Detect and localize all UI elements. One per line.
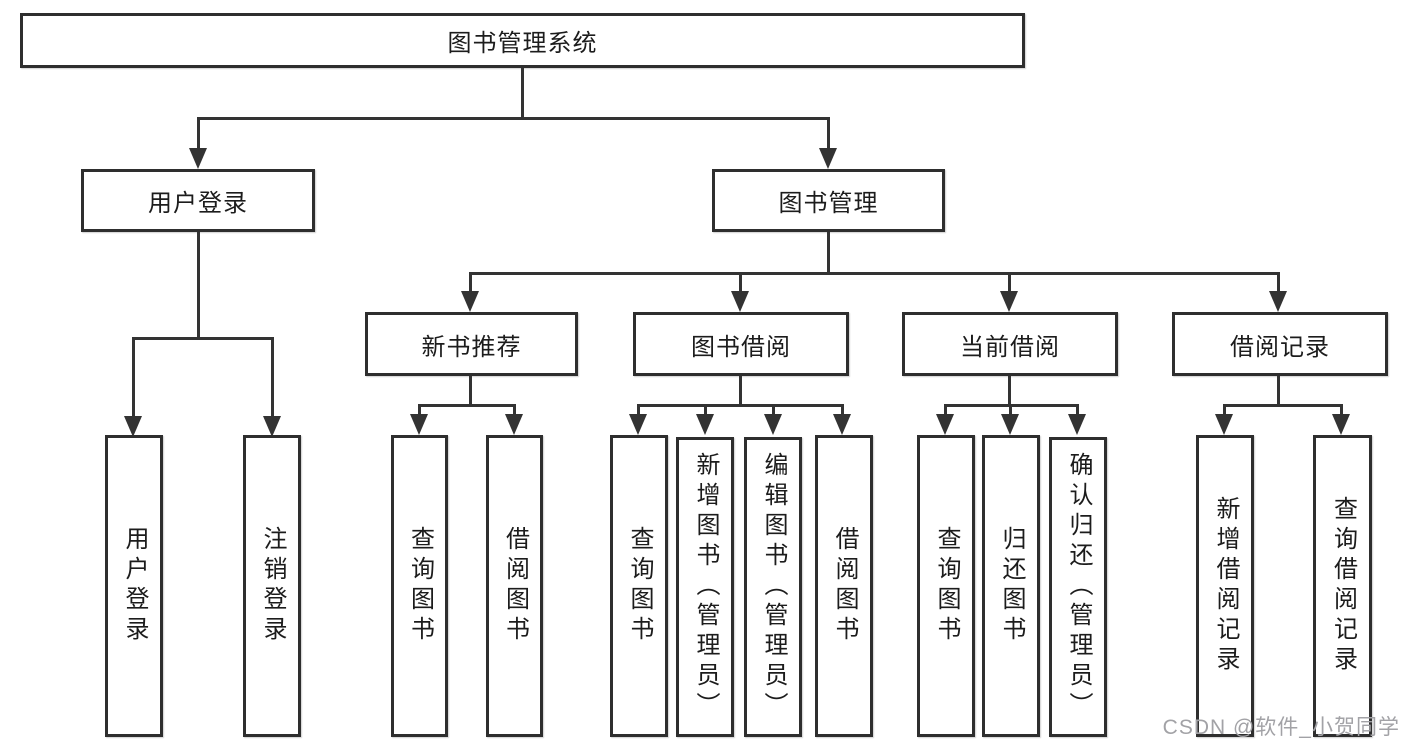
connector-records-stem — [1277, 376, 1280, 404]
connector-bookmgmt-drop-1 — [469, 272, 472, 291]
leaf-nb-borrow-books-label: 借阅图书 — [501, 526, 529, 646]
arrowhead-bb-leaf-3 — [764, 414, 782, 435]
leaf-bb-query-books: 查询图书 — [610, 435, 668, 737]
arrowhead-user-login — [189, 148, 207, 169]
connector-borrow-drop-2 — [704, 404, 707, 414]
leaf-user-login: 用户登录 — [105, 435, 163, 737]
arrowhead-bb-leaf-4 — [833, 414, 851, 435]
node-book-mgmt-label: 图书管理 — [778, 190, 879, 217]
connector-bookmgmt-drop-3 — [1008, 272, 1011, 291]
connector-borrow-rail — [637, 404, 844, 407]
arrowhead-nb-leaf-1 — [410, 414, 428, 435]
arrowhead-logout-leaf — [263, 416, 281, 437]
node-borrow-label: 图书借阅 — [691, 333, 791, 361]
leaf-br-query-record: 查询借阅记录 — [1313, 435, 1372, 737]
connector-borrow-drop-3 — [772, 404, 775, 414]
connector-current-drop-3 — [1076, 404, 1079, 414]
leaf-cb-query-books: 查询图书 — [917, 435, 975, 737]
connector-userlogin-drop-1 — [132, 337, 135, 416]
leaf-bb-edit-books: 编辑图书（管理员） — [744, 437, 802, 737]
leaf-cb-confirm-return: 确认归还（管理员） — [1049, 437, 1107, 737]
node-book-mgmt: 图书管理 — [712, 169, 945, 232]
leaf-br-add-record-label: 新增借阅记录 — [1212, 496, 1239, 676]
connector-newbooks-drop-1 — [418, 404, 421, 414]
connector-records-drop-1 — [1223, 404, 1226, 414]
connector-root-drop-left — [197, 117, 200, 148]
leaf-br-add-record: 新增借阅记录 — [1196, 435, 1254, 737]
arrowhead-new-books — [461, 291, 479, 312]
connector-root-drop-right — [827, 117, 830, 148]
leaf-logout: 注销登录 — [243, 435, 301, 737]
connector-records-rail — [1223, 404, 1342, 407]
leaf-bb-edit-books-label: 编辑图书（管理员） — [760, 452, 787, 722]
arrowhead-br-leaf-2 — [1332, 414, 1350, 435]
csdn-watermark: CSDN @软件_小贺同学 — [1162, 716, 1400, 739]
arrowhead-cb-leaf-2 — [1001, 414, 1019, 435]
arrowhead-borrow — [731, 291, 749, 312]
leaf-user-login-label: 用户登录 — [121, 526, 148, 646]
leaf-nb-query-books: 查询图书 — [391, 435, 448, 737]
arrowhead-login-leaf — [124, 416, 142, 437]
leaf-bb-borrow-books-label: 借阅图书 — [831, 526, 858, 646]
connector-newbooks-rail — [418, 404, 516, 407]
node-current-label: 当前借阅 — [960, 333, 1060, 361]
node-new-books-label: 新书推荐 — [421, 333, 522, 361]
connector-root-stem — [521, 68, 524, 117]
connector-userlogin-stem — [197, 232, 200, 337]
arrowhead-cb-leaf-1 — [936, 414, 954, 435]
node-user-login-label: 用户登录 — [148, 190, 248, 217]
connector-bookmgmt-rail — [469, 272, 1280, 275]
arrowhead-br-leaf-1 — [1215, 414, 1233, 435]
leaf-cb-query-books-label: 查询图书 — [933, 526, 960, 646]
connector-current-stem — [1008, 376, 1011, 404]
connector-newbooks-stem — [469, 376, 472, 404]
connector-records-drop-2 — [1340, 404, 1343, 414]
node-records-label: 借阅记录 — [1230, 333, 1330, 361]
leaf-bb-add-books-label: 新增图书（管理员） — [692, 452, 719, 722]
leaf-bb-borrow-books: 借阅图书 — [815, 435, 873, 737]
node-borrow: 图书借阅 — [633, 312, 849, 376]
arrowhead-book-mgmt — [819, 148, 837, 169]
leaf-bb-add-books: 新增图书（管理员） — [676, 437, 734, 737]
leaf-br-query-record-label: 查询借阅记录 — [1329, 496, 1357, 676]
node-current: 当前借阅 — [902, 312, 1118, 376]
leaf-logout-label: 注销登录 — [259, 526, 286, 646]
leaf-nb-query-books-label: 查询图书 — [406, 526, 434, 646]
arrowhead-bb-leaf-2 — [696, 414, 714, 435]
connector-userlogin-drop-2 — [271, 337, 274, 416]
connector-current-drop-2 — [1009, 404, 1012, 414]
arrowhead-cb-leaf-3 — [1068, 414, 1086, 435]
leaf-cb-return-books-label: 归还图书 — [998, 526, 1025, 646]
connector-bookmgmt-stem — [827, 232, 830, 272]
node-records: 借阅记录 — [1172, 312, 1388, 376]
arrowhead-current — [1000, 291, 1018, 312]
node-root: 图书管理系统 — [20, 13, 1025, 68]
node-new-books: 新书推荐 — [365, 312, 578, 376]
node-user-login: 用户登录 — [81, 169, 315, 232]
connector-borrow-drop-1 — [637, 404, 640, 414]
connector-userlogin-rail — [132, 337, 274, 340]
leaf-cb-confirm-return-label: 确认归还（管理员） — [1065, 452, 1092, 722]
connector-bookmgmt-drop-2 — [739, 272, 742, 291]
connector-newbooks-drop-2 — [513, 404, 516, 414]
connector-borrow-drop-4 — [841, 404, 844, 414]
node-root-label: 图书管理系统 — [447, 30, 598, 57]
leaf-cb-return-books: 归还图书 — [982, 435, 1040, 737]
connector-current-drop-1 — [944, 404, 947, 414]
leaf-bb-query-books-label: 查询图书 — [626, 526, 653, 646]
leaf-nb-borrow-books: 借阅图书 — [486, 435, 543, 737]
connector-root-rail — [197, 117, 829, 120]
connector-bookmgmt-drop-4 — [1277, 272, 1280, 291]
arrowhead-records — [1269, 291, 1287, 312]
connector-borrow-stem — [739, 376, 742, 404]
arrowhead-nb-leaf-2 — [505, 414, 523, 435]
arrowhead-bb-leaf-1 — [629, 414, 647, 435]
